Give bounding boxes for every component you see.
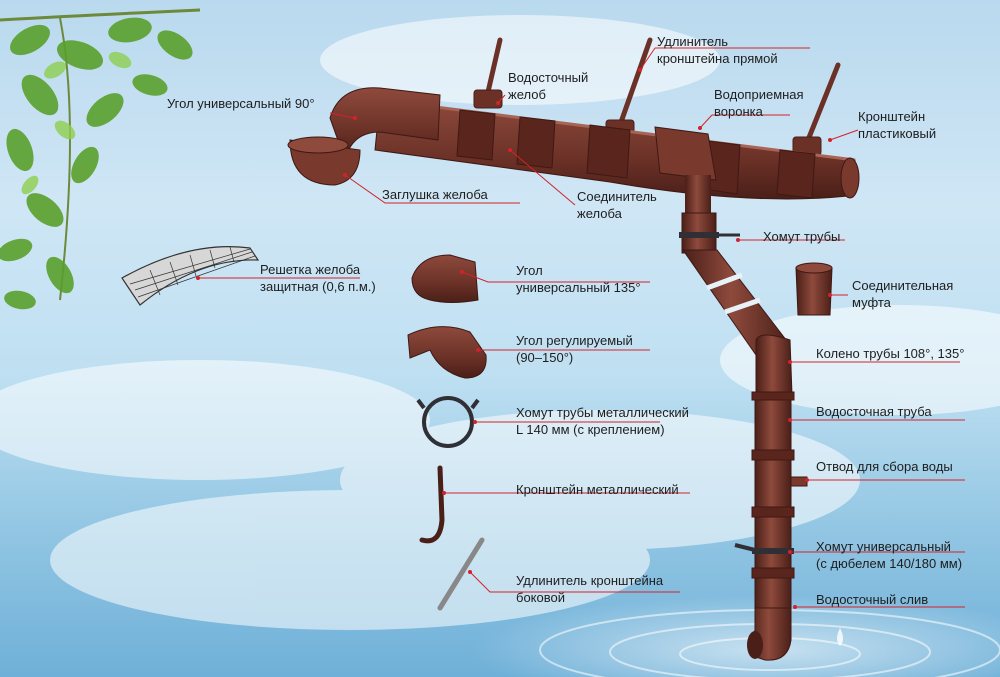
pipe-clamp-part — [679, 232, 719, 238]
corner-adjustable-part — [407, 326, 487, 379]
label-downpipe: Водосточная труба — [816, 404, 932, 419]
gutter-grid-part — [121, 246, 260, 306]
label-corner-90: Угол универсальный 90° — [167, 96, 315, 111]
side-extender-part — [437, 537, 485, 611]
label-bracket-metal: Кронштейн металлический — [516, 482, 679, 497]
leader-dots — [196, 68, 832, 609]
metal-bracket-part — [419, 465, 445, 544]
water-drop — [837, 628, 843, 646]
pipe-joint-gaps — [706, 272, 761, 315]
label-elbow: Колено трубы 108°, 135° — [816, 346, 965, 361]
leaves-decoration — [0, 8, 201, 310]
water-outlet-nozzle — [790, 476, 808, 487]
metal-clamp-part — [416, 396, 480, 448]
bracket-extenders — [485, 37, 841, 143]
pipe-elbow-part — [755, 334, 793, 396]
label-pipe-clamp: Хомут трубы — [763, 229, 841, 244]
corner-135-part — [411, 254, 479, 303]
label-gutter-cap: Заглушка желоба — [382, 187, 488, 202]
funnel-box — [654, 126, 717, 181]
gutter-end-cap-right — [840, 157, 860, 199]
label-water-outlet: Отвод для сбора воды — [816, 459, 953, 474]
label-clamp-universal: Хомут универсальный(с дюбелем 140/180 мм… — [816, 539, 963, 571]
funnel-neck — [685, 175, 711, 215]
label-drain-spout: Водосточный слив — [816, 592, 929, 607]
corner-90-part — [329, 87, 441, 162]
downpipe-couplings — [751, 391, 795, 579]
universal-clamp-part — [734, 543, 794, 554]
leader-lines — [198, 47, 965, 608]
coupling-part — [795, 267, 833, 316]
label-corner-adjustable: Угол регулируемый(90–150°) — [516, 333, 633, 365]
